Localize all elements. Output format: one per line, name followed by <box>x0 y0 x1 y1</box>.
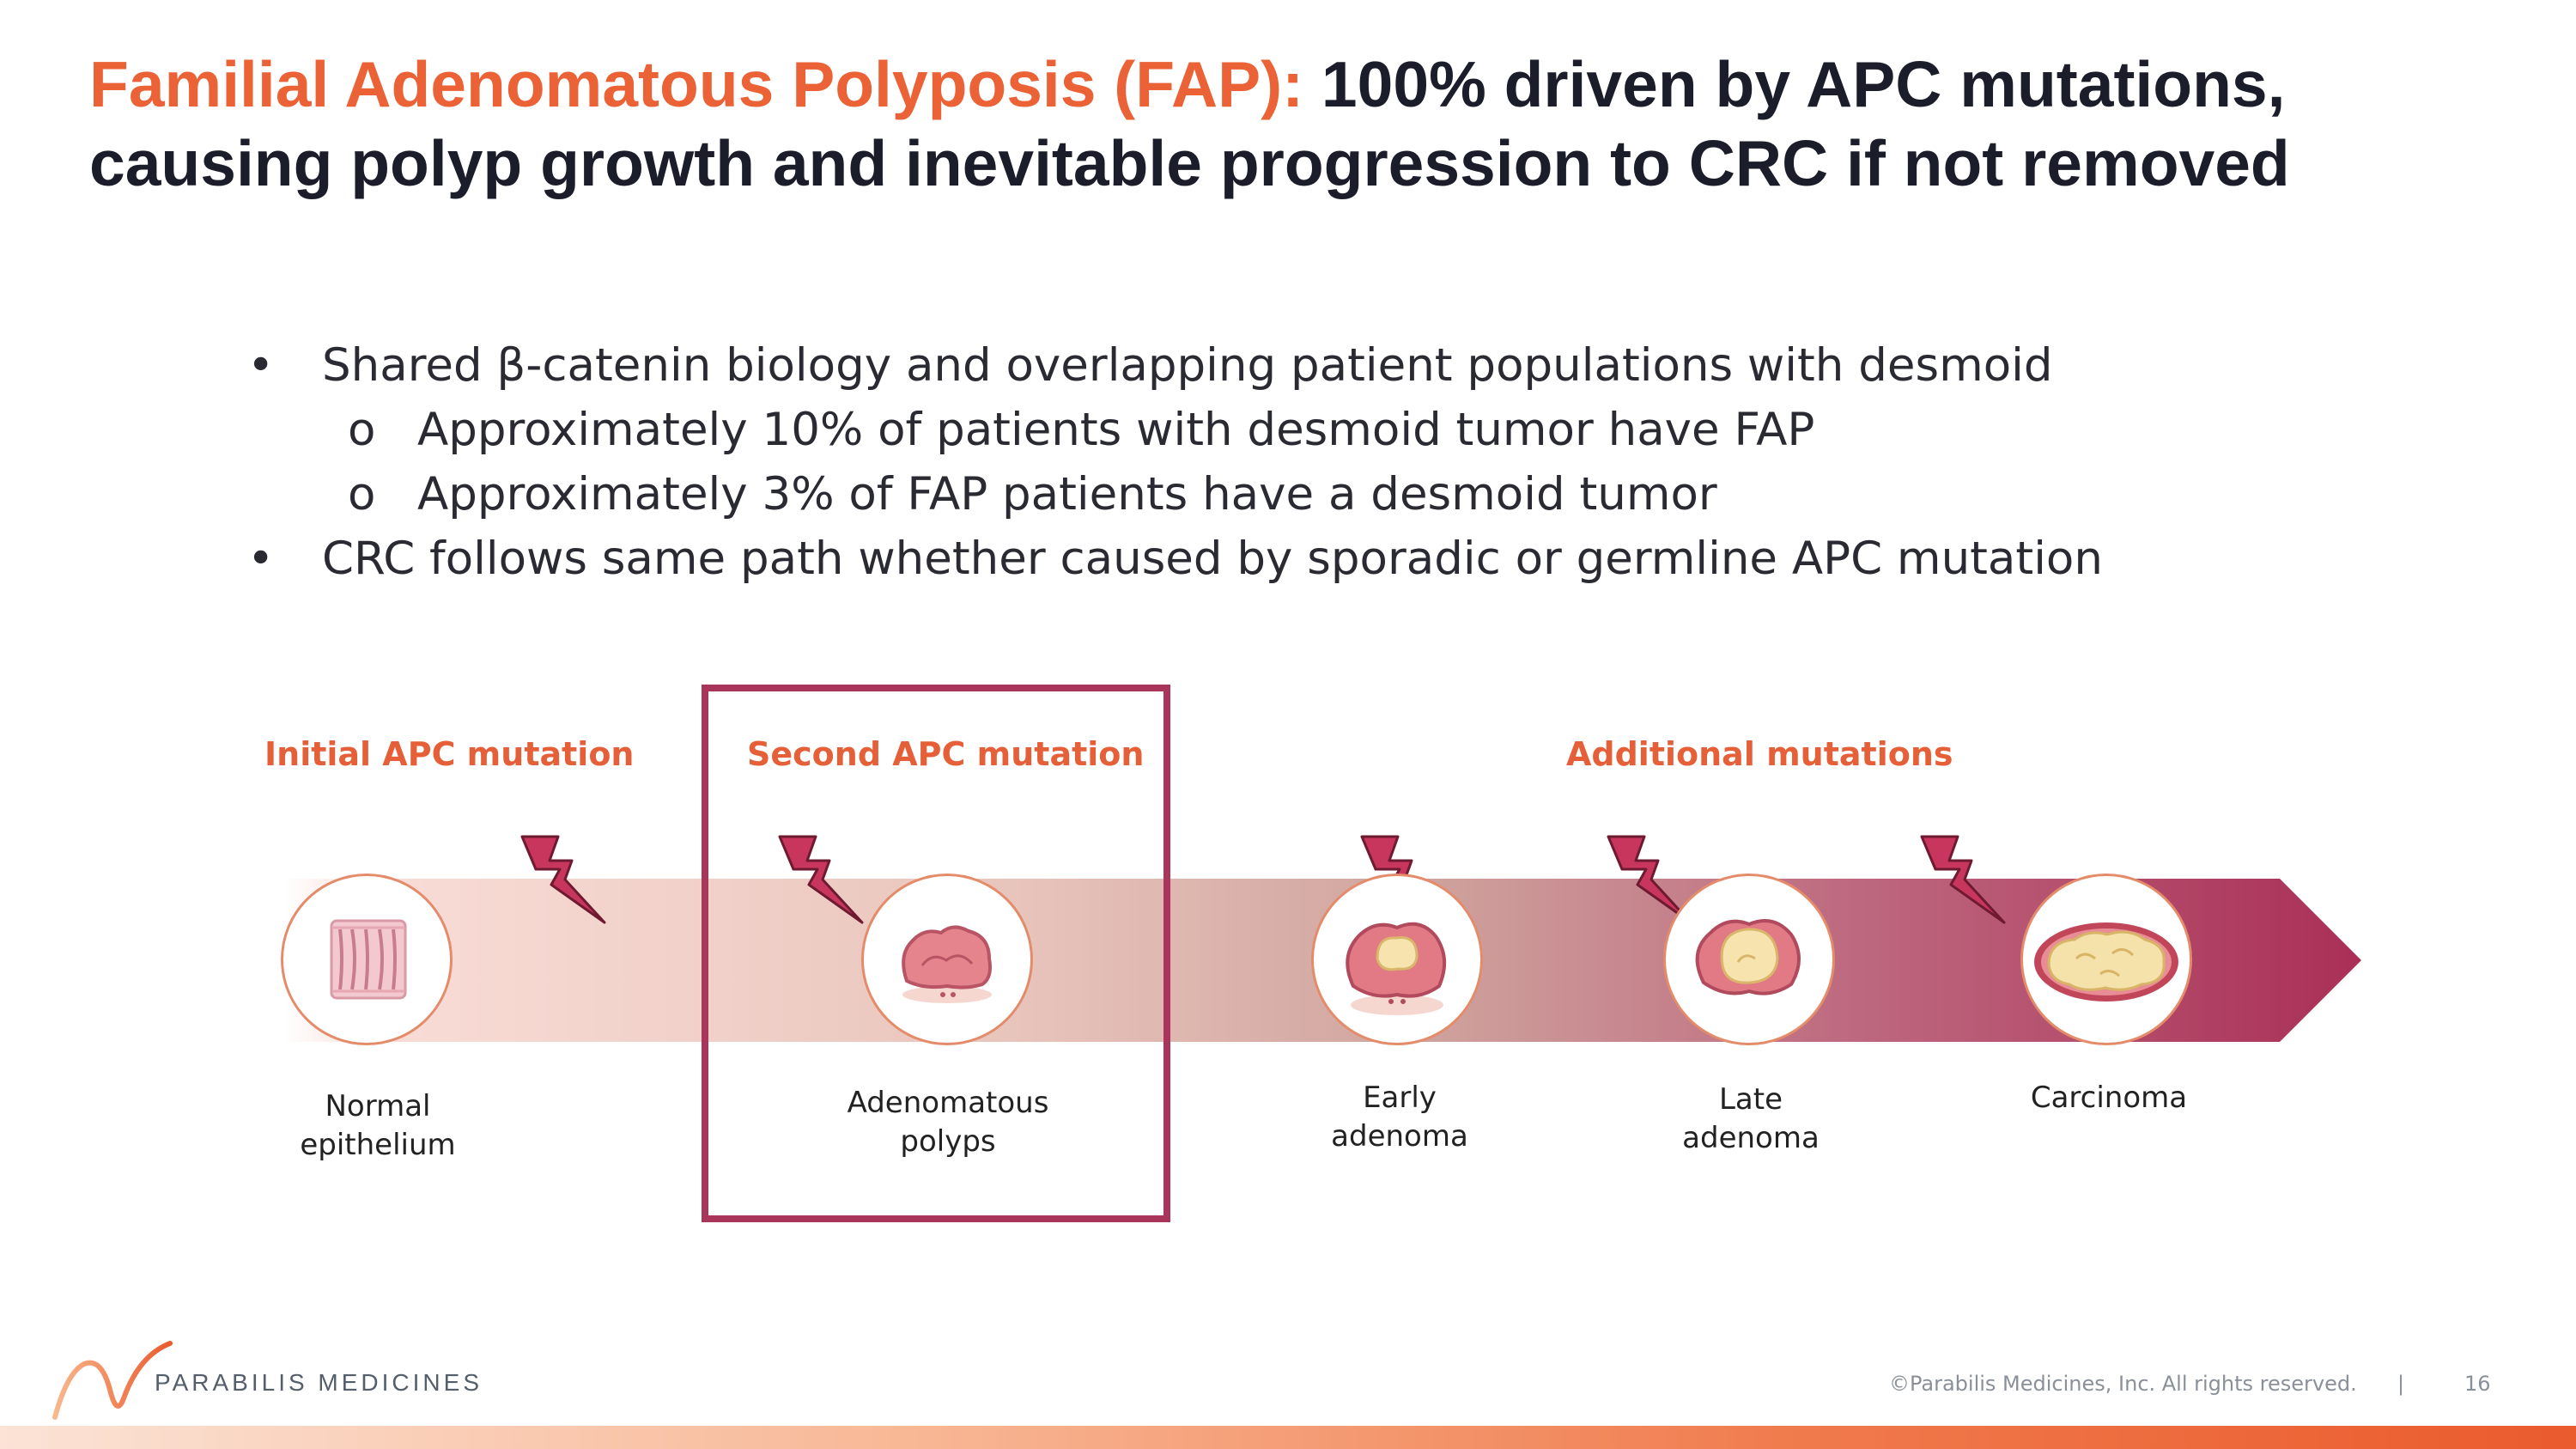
bullet-text: Shared β-catenin biology and overlapping… <box>322 339 2053 392</box>
slide-title: Familial Adenomatous Polyposis (FAP): 10… <box>89 45 2494 203</box>
sub-bullet-item: o Approximately 10% of patients with des… <box>348 404 1814 456</box>
company-logo-icon <box>52 1341 173 1420</box>
stage-circle-normal-epithelium <box>281 874 453 1045</box>
sub-bullet-text: Approximately 3% of FAP patients have a … <box>417 468 1717 521</box>
copyright-text: ©Parabilis Medicines, Inc. All rights re… <box>1889 1372 2357 1396</box>
stage-circle-early-adenoma <box>1311 874 1483 1045</box>
stage-circle-carcinoma <box>2020 874 2192 1045</box>
bullet-item: • Shared β-catenin biology and overlappi… <box>240 339 2053 392</box>
title-rest: 100% driven by APC mutations, causing po… <box>89 48 2290 199</box>
stage-circle-late-adenoma <box>1663 874 1835 1045</box>
bottom-accent-bar <box>0 1426 2576 1449</box>
stage-label-late-adenoma: Late adenoma <box>1682 1082 1820 1155</box>
header-initial-apc-mutation: Initial APC mutation <box>264 735 635 773</box>
footer-separator: | <box>2397 1372 2405 1396</box>
title-accent: Familial Adenomatous Polyposis (FAP): <box>89 48 1304 120</box>
sub-bullet-item: o Approximately 3% of FAP patients have … <box>348 468 1717 521</box>
adenomatous-polyp-icon <box>902 925 992 1003</box>
stage-label-early-adenoma: Early adenoma <box>1331 1081 1468 1154</box>
sub-bullet-marker: o <box>348 468 376 521</box>
late-adenoma-icon <box>1695 919 1801 995</box>
header-second-apc-mutation: Second APC mutation <box>747 735 1145 773</box>
carcinoma-icon <box>2034 922 2178 1002</box>
highlight-box-second-mutation <box>702 685 1170 1222</box>
bullet-marker: • <box>247 339 275 392</box>
lightning-bolt-icon <box>1607 835 1692 924</box>
bullet-item: • CRC follows same path whether caused b… <box>240 533 2103 585</box>
brand-name: PARABILIS MEDICINES <box>155 1369 483 1396</box>
stage-label-normal-epithelium: Normal epithelium <box>300 1089 456 1162</box>
bullet-marker: • <box>247 533 275 585</box>
early-adenoma-icon <box>1346 922 1446 1015</box>
lightning-bolt-icon <box>1920 835 2006 924</box>
header-additional-mutations: Additional mutations <box>1566 735 1953 773</box>
stage-circle-adenomatous-polyps <box>861 874 1033 1045</box>
sub-bullet-text: Approximately 10% of patients with desmo… <box>417 404 1815 456</box>
stage-label-adenomatous-polyps: Adenomatous polyps <box>847 1086 1049 1159</box>
stage-label-carcinoma: Carcinoma <box>2030 1081 2188 1115</box>
bullet-text: CRC follows same path whether caused by … <box>322 533 2103 585</box>
lightning-bolt-icon <box>778 835 864 924</box>
sub-bullet-marker: o <box>348 404 376 456</box>
lightning-bolt-icon <box>520 835 606 924</box>
page-number: 16 <box>2464 1372 2491 1396</box>
normal-epithelium-icon <box>330 919 407 1000</box>
